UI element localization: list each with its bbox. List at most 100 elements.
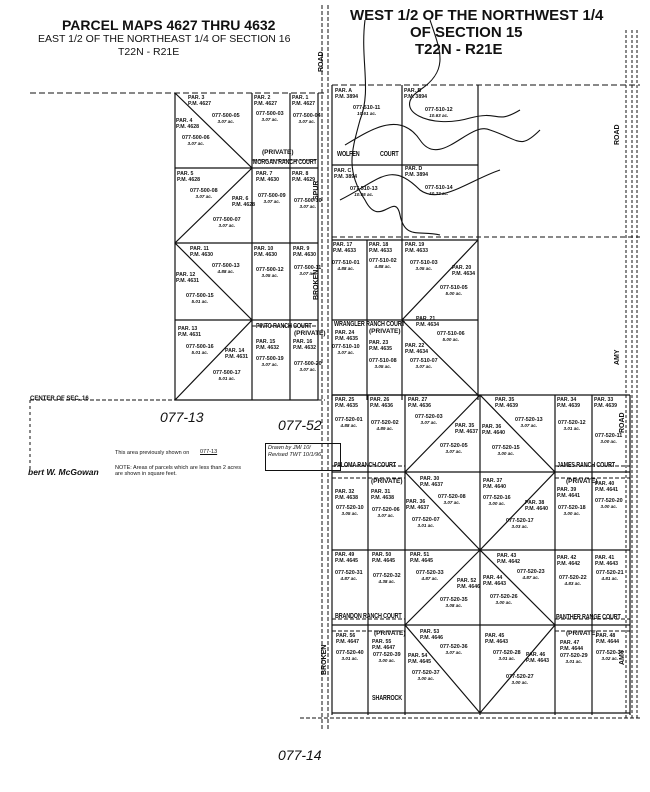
parcel-number: PAR. A	[335, 88, 353, 94]
apn-number: 077-520-18	[558, 505, 586, 511]
parcel-acreage: 3.05 ac.	[374, 364, 392, 369]
parcel-acreage: 4.88 ac.	[340, 423, 358, 428]
parcel-number: PAR. 48	[596, 633, 616, 639]
apn-number: 077-510-14	[425, 185, 453, 191]
parcel-map-number: P.M. 3894	[334, 174, 357, 180]
parcel-acreage: 10.05 ac.	[354, 192, 374, 197]
parcel-map-number: P.M. 4627	[188, 101, 211, 107]
apn-number: 077-520-08	[438, 494, 466, 500]
parcel-number: PAR. B	[404, 88, 422, 94]
parcel-map-number: P.M. 4643	[483, 581, 506, 587]
parcel-map-number: P.M. 4631	[225, 354, 248, 360]
apn-number: 077-510-08	[369, 358, 397, 364]
apn-number: 077-500-10	[294, 198, 322, 204]
apn-number: 077-510-12	[425, 107, 453, 113]
private-label: (PRIVATE)	[369, 328, 401, 335]
apn-number: 077-520-39	[373, 652, 401, 658]
parcel-map-number: P.M. 4644	[560, 646, 583, 652]
apn-number: 077-520-02	[371, 420, 399, 426]
parcel-number: PAR. 11	[190, 246, 209, 252]
road-east-dashed	[625, 30, 638, 720]
parcel-acreage: 10.22 ac.	[429, 191, 449, 196]
parcel-acreage: 5.01 ac.	[191, 350, 209, 355]
left-subtitle: EAST 1/2 OF THE NORTHEAST 1/4 OF SECTION…	[38, 33, 291, 45]
parcel-acreage: 4.38 ac.	[378, 579, 396, 584]
parcel-number: PAR. 9	[293, 246, 310, 252]
parcel-acreage: 3.00 ac.	[488, 501, 506, 506]
apn-number: 077-520-21	[596, 570, 624, 576]
parcel-map-number: P.M. 4638	[335, 495, 358, 501]
parcel-number: PAR. 39	[557, 487, 577, 493]
parcel-acreage: 4.88 ac.	[337, 266, 355, 271]
parcel-acreage: 3.01 ac.	[498, 656, 516, 661]
parcel-number: PAR. 22	[405, 343, 425, 349]
parcel-map-number: P.M. 4637	[455, 429, 478, 435]
parcel-number: PAR. 14	[225, 348, 245, 354]
revised-by: Revised TWT 10/1/96	[268, 452, 322, 458]
drawn-by: Drawn by JMI 10/	[268, 445, 311, 451]
parcel-map-number: P.M. 4635	[369, 346, 392, 352]
parcel-acreage: 3.07 ac.	[261, 117, 279, 122]
apn-number: 077-520-06	[372, 507, 400, 513]
parcel-map-number: P.M. 4642	[557, 561, 580, 567]
apn-number: 077-510-11	[353, 105, 381, 111]
apn-number: 077-500-06	[182, 135, 210, 141]
parcel-number: PAR. 52	[457, 578, 477, 584]
parcel-map-number: P.M. 4637	[420, 482, 443, 488]
bottom-block-lines	[331, 394, 631, 715]
parcel-acreage: 3.07 ac.	[298, 119, 316, 124]
parcel-acreage: 3.00 ac.	[495, 600, 513, 605]
apn-number: 077-520-23	[517, 569, 545, 575]
apn-number: 077-510-03	[410, 260, 438, 266]
parcel-map-number: P.M. 4634	[405, 349, 428, 355]
parcel-map-number: P.M. 4647	[336, 639, 359, 645]
parcel-map-number: P.M. 4631	[178, 332, 201, 338]
parcel-number: PAR. C	[334, 168, 352, 174]
apn-number: 077-520-37	[412, 670, 440, 676]
parcel-map-number: P.M. 4638	[371, 495, 394, 501]
parcel-number: PAR. 16	[293, 339, 313, 345]
apn-number: 077-500-19	[256, 356, 284, 362]
parcel-number: PAR. 55	[372, 639, 392, 645]
parcel-number: PAR. 23	[369, 340, 389, 346]
apn-number: 077-500-13	[212, 263, 240, 269]
parcel-number: PAR. 54	[408, 653, 428, 659]
parcel-map-number: P.M. 3894	[335, 94, 358, 100]
parcel-number: PAR. 4	[176, 118, 193, 124]
parcel-acreage: 3.02 ac.	[601, 656, 619, 661]
parcel-map-number: P.M. 4640	[482, 430, 505, 436]
private-label: (PRIVATE)	[566, 630, 598, 637]
parcel-number: PAR. 41	[595, 555, 615, 561]
book-page-077-52: 077-52	[278, 417, 322, 433]
parcel-acreage: 4.87 ac.	[522, 575, 540, 580]
apn-number: 077-520-29	[560, 653, 588, 659]
